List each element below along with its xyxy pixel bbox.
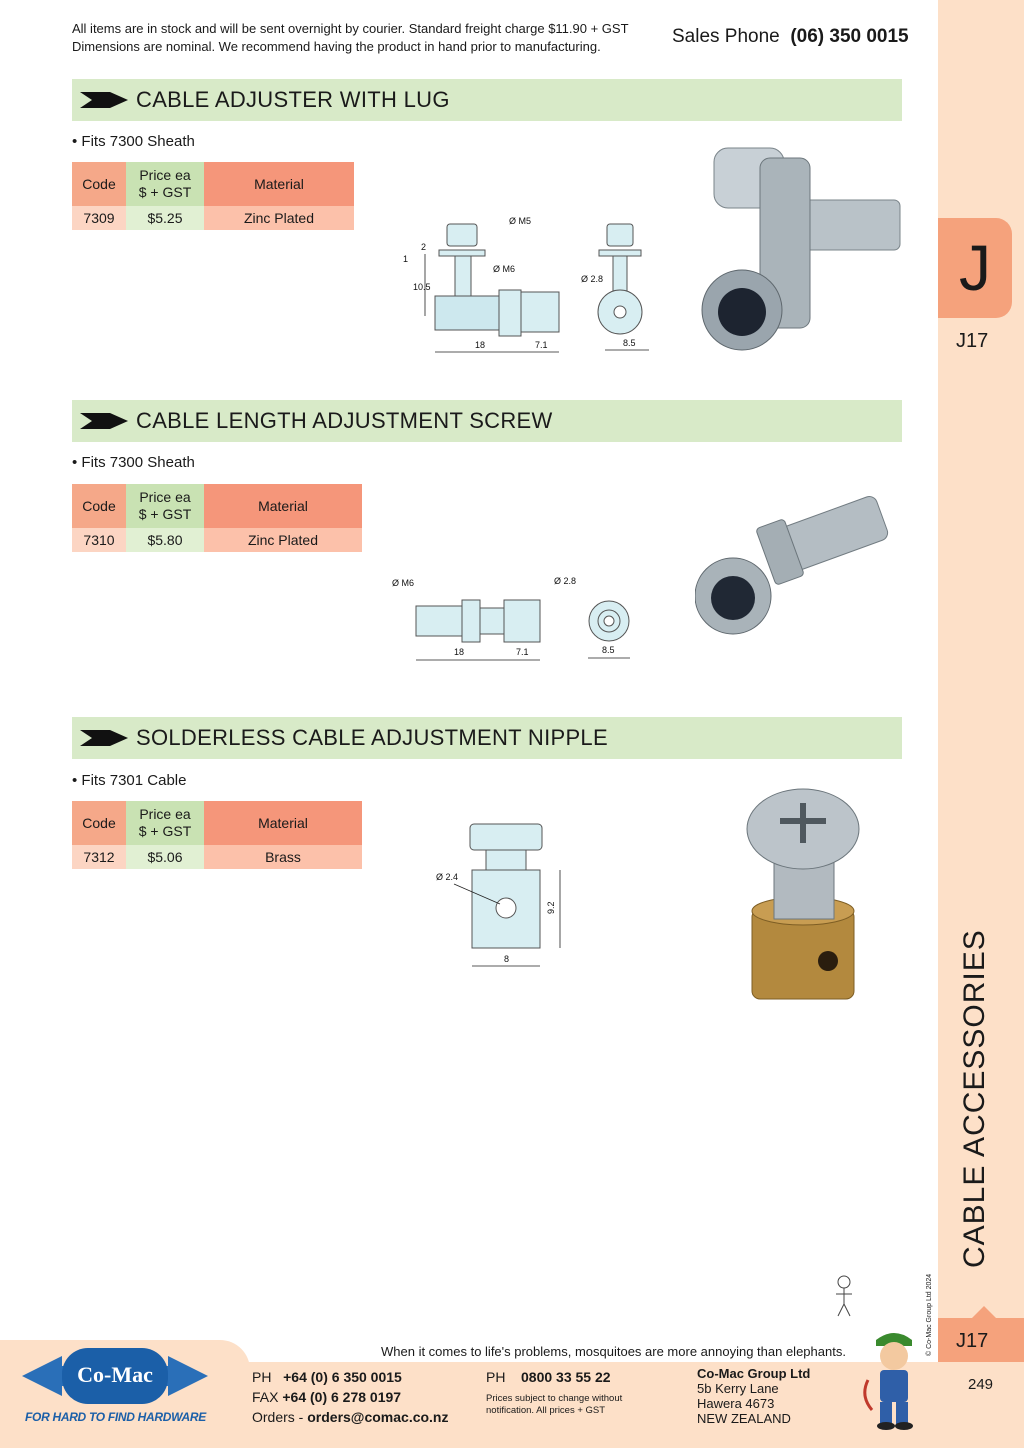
technical-drawing: Ø M6 Ø 2.8 18 7.1 8.5 <box>392 576 630 661</box>
col-code: Code <box>72 484 126 528</box>
dim-m6: Ø M6 <box>493 264 515 274</box>
cell-material: Brass <box>204 845 362 869</box>
product-title: SOLDERLESS CABLE ADJUSTMENT NIPPLE <box>136 725 608 750</box>
product-photo <box>695 496 889 635</box>
cell-price: $5.06 <box>126 845 204 869</box>
ph2-label: PH <box>486 1369 506 1385</box>
orders-email[interactable]: orders@comac.co.nz <box>307 1409 449 1425</box>
fax-number[interactable]: +64 (0) 6 278 0197 <box>282 1389 402 1405</box>
col-code: Code <box>72 801 126 845</box>
arrow-icon <box>80 730 128 746</box>
notice-line-2: Dimensions are nominal. We recommend hav… <box>72 39 601 54</box>
product-photo <box>701 147 901 351</box>
freephone-column: PH 0800 33 55 22 Prices subject to chang… <box>486 1367 622 1417</box>
mosquito-icon <box>836 1275 852 1317</box>
disclaimer-1: Prices subject to change without <box>486 1393 623 1404</box>
cell-material: Zinc Plated <box>204 206 354 230</box>
fits-note: • Fits 7300 Sheath <box>72 133 195 150</box>
price-table: Code Price ea$ + GST Material 7310 $5.80… <box>72 484 362 552</box>
tagline: FOR HARD TO FIND HARDWARE <box>25 1410 206 1424</box>
fax-label: FAX <box>252 1389 279 1405</box>
cell-price: $5.80 <box>126 528 204 552</box>
arrow-icon <box>80 92 128 108</box>
sidebar-page-code: J17 <box>956 330 989 352</box>
dim-105: 10.5 <box>413 282 431 292</box>
cell-code: 7309 <box>72 206 126 230</box>
ph-label: PH <box>252 1369 272 1385</box>
company-logo[interactable]: Co-Mac <box>22 1346 208 1406</box>
mascot-icon <box>863 1333 913 1430</box>
footer-quote: When it comes to life's problems, mosqui… <box>381 1344 846 1359</box>
company-name: Co-Mac Group Ltd <box>697 1366 811 1381</box>
col-material: Material <box>204 162 354 206</box>
technical-drawing: Ø 2.4 9.2 8 <box>436 823 561 967</box>
product-photo <box>746 788 860 1000</box>
orders-label: Orders - <box>252 1409 304 1425</box>
price-table: Code Price ea$ + GST Material 7312 $5.06… <box>72 801 362 869</box>
page-number: 249 <box>968 1376 994 1393</box>
notice-line-1: All items are in stock and will be sent … <box>72 21 629 36</box>
dim-d28: Ø 2.8 <box>554 576 576 586</box>
dim-85: 8.5 <box>602 645 615 655</box>
col-code: Code <box>72 162 126 206</box>
cell-price: $5.25 <box>126 206 204 230</box>
dim-m6: Ø M6 <box>392 578 414 588</box>
dim-1: 1 <box>403 254 408 264</box>
sales-phone: Sales Phone (06) 350 0015 <box>672 26 909 48</box>
cell-code: 7310 <box>72 528 126 552</box>
cell-code: 7312 <box>72 845 126 869</box>
address-line-2: Hawera 4673 <box>697 1396 775 1411</box>
ph-number[interactable]: +64 (0) 6 350 0015 <box>283 1369 402 1385</box>
table-row[interactable]: 7310 $5.80 Zinc Plated <box>72 528 362 552</box>
product-banner: CABLE LENGTH ADJUSTMENT SCREW <box>72 400 902 442</box>
sidebar-category: CABLE ACCESSORIES <box>958 929 991 1268</box>
col-price: Price ea$ + GST <box>126 484 204 528</box>
product-banner: CABLE ADJUSTER WITH LUG <box>72 79 902 121</box>
arrow-icon <box>80 413 128 429</box>
address-column: Co-Mac Group Ltd 5b Kerry Lane Hawera 46… <box>697 1366 810 1426</box>
dim-18: 18 <box>454 647 464 657</box>
col-material: Material <box>204 801 362 845</box>
dim-85: 8.5 <box>623 338 636 348</box>
fits-note: • Fits 7301 Cable <box>72 772 187 789</box>
dim-92: 9.2 <box>546 901 556 914</box>
logo-text: Co-Mac <box>77 1362 153 1387</box>
bottom-page-code: J17 <box>956 1330 989 1352</box>
dim-d24: Ø 2.4 <box>436 872 458 882</box>
product-title: CABLE ADJUSTER WITH LUG <box>136 87 450 112</box>
contact-column: PH +64 (0) 6 350 0015 FAX +64 (0) 6 278 … <box>252 1367 449 1427</box>
product-title: CABLE LENGTH ADJUSTMENT SCREW <box>136 408 553 433</box>
bottom-tab <box>938 1306 1024 1362</box>
dim-d28: Ø 2.8 <box>581 274 603 284</box>
disclaimer-2: notification. All prices + GST <box>486 1405 606 1416</box>
col-price: Price ea$ + GST <box>126 162 204 206</box>
table-row[interactable]: 7312 $5.06 Brass <box>72 845 362 869</box>
dim-18: 18 <box>475 340 485 350</box>
address-line-3: NEW ZEALAND <box>697 1411 791 1426</box>
cell-material: Zinc Plated <box>204 528 362 552</box>
col-material: Material <box>204 484 362 528</box>
sales-label: Sales Phone <box>672 26 780 47</box>
sales-number[interactable]: (06) 350 0015 <box>790 26 909 47</box>
stock-notice: All items are in stock and will be sent … <box>72 20 629 56</box>
dim-m5: Ø M5 <box>509 216 531 226</box>
ph2-number[interactable]: 0800 33 55 22 <box>521 1369 611 1385</box>
dim-8: 8 <box>504 954 509 964</box>
fits-note: • Fits 7300 Sheath <box>72 454 195 471</box>
technical-drawing: Ø M5 Ø M6 Ø 2.8 2 1 10.5 18 7.1 8.5 <box>403 216 649 353</box>
section-letter: J <box>959 232 991 304</box>
dim-71: 7.1 <box>535 340 548 350</box>
price-table: Code Price ea$ + GST Material 7309 $5.25… <box>72 162 354 230</box>
address-line-1: 5b Kerry Lane <box>697 1381 779 1396</box>
product-banner: SOLDERLESS CABLE ADJUSTMENT NIPPLE <box>72 717 902 759</box>
dim-2: 2 <box>421 242 426 252</box>
section-tab[interactable]: J <box>938 218 1012 318</box>
dim-71: 7.1 <box>516 647 529 657</box>
table-row[interactable]: 7309 $5.25 Zinc Plated <box>72 206 354 230</box>
col-price: Price ea$ + GST <box>126 801 204 845</box>
